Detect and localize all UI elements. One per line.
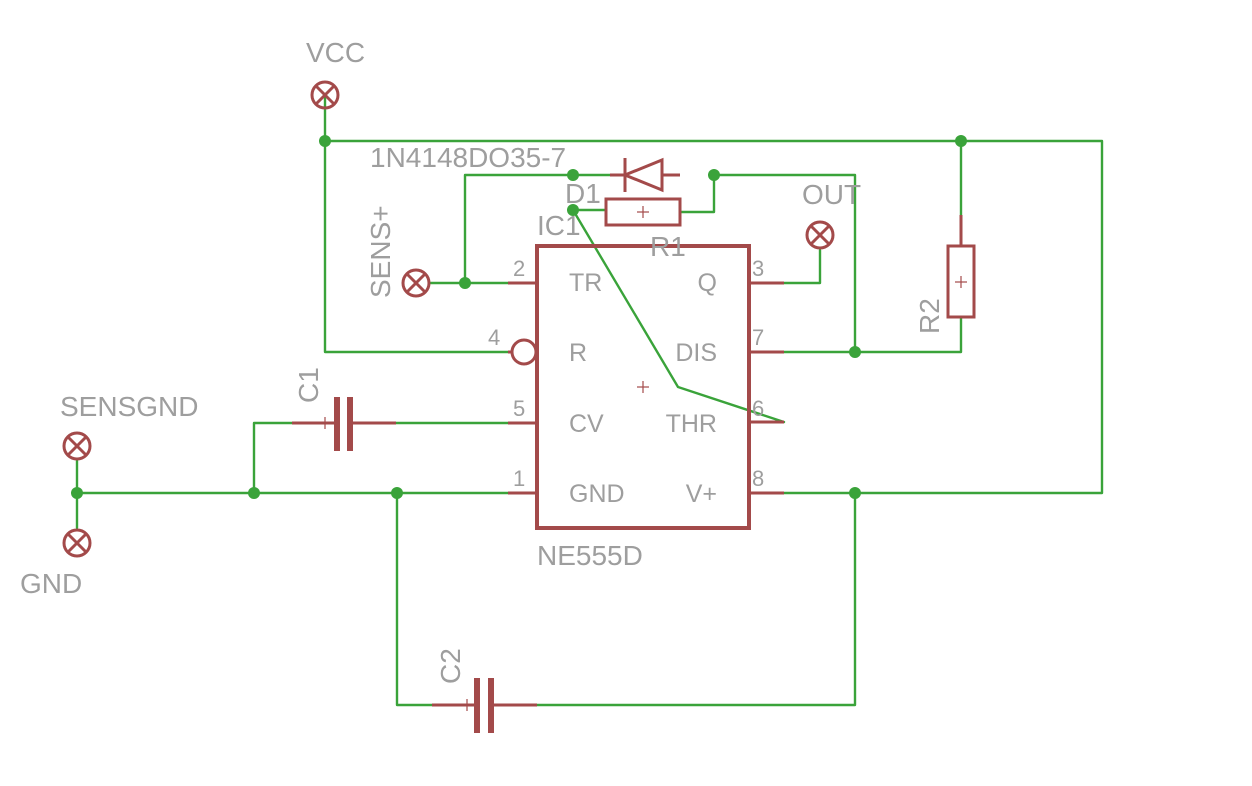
junction-dot: [849, 487, 861, 499]
pin-label-cv: CV: [569, 410, 604, 438]
pad-out[interactable]: OUT: [802, 179, 861, 250]
capacitor-c2[interactable]: C2: [432, 648, 537, 733]
ic-body: [535, 244, 751, 530]
capacitor-plate: [474, 678, 480, 733]
resistor-r2[interactable]: R2: [914, 215, 976, 334]
pad-label-out: OUT: [802, 179, 861, 210]
pin-number-1: 1: [513, 466, 525, 491]
resistor-r1[interactable]: R1: [604, 197, 686, 262]
capacitor-plate: [334, 397, 340, 451]
junctions: [71, 135, 967, 499]
wire-vcc-rail: [323, 139, 1104, 495]
pin-number-3: 3: [752, 256, 764, 281]
capacitor-name-label: C1: [293, 367, 324, 403]
resistor-name-label: R1: [650, 231, 686, 262]
pin-label-q: Q: [698, 269, 717, 297]
pad-gnd[interactable]: GND: [20, 528, 92, 599]
wire-vcc-to-reset: [323, 93, 510, 354]
pin-label-gnd: GND: [569, 480, 625, 508]
wire-r2-bottom-to-dis: [782, 316, 963, 354]
pad-cross: [66, 532, 88, 554]
pad-cross: [314, 84, 336, 106]
diode-d1[interactable]: 1N4148DO35-7 D1: [370, 142, 680, 209]
pad-ring: [62, 431, 92, 461]
pad-label-vcc: VCC: [306, 37, 365, 68]
junction-dot: [567, 204, 579, 216]
junction-dot: [708, 169, 720, 181]
wire-out: [782, 248, 822, 285]
pad-ring: [805, 220, 835, 250]
wire-trigger-sens: [463, 173, 575, 285]
pin-4-inverter-bubble: [510, 338, 538, 366]
ic-ne555d[interactable]: 2 4 5 1 3 7 6 8 TR R CV GND Q DIS THR V+…: [488, 210, 784, 571]
wire-c2-left: [395, 491, 434, 707]
pad-cross: [809, 224, 831, 246]
pin-number-7: 7: [752, 325, 764, 350]
pin-number-4: 4: [488, 325, 500, 350]
capacitor-plate: [488, 678, 494, 733]
junction-dot: [248, 487, 260, 499]
pin-number-6: 6: [752, 396, 764, 421]
pad-vcc[interactable]: VCC: [306, 37, 365, 110]
pin-label-tr: TR: [569, 269, 602, 297]
pad-label-gnd: GND: [20, 568, 82, 599]
wires: [75, 93, 1104, 707]
capacitor-plate: [347, 397, 353, 451]
pin-label-thr: THR: [666, 410, 717, 438]
ic-name-label: IC1: [537, 210, 581, 241]
pin-label-dis: DIS: [675, 339, 717, 367]
junction-dot: [567, 169, 579, 181]
pad-cross: [66, 435, 88, 457]
diode-triangle: [621, 157, 664, 193]
pin-number-8: 8: [752, 466, 764, 491]
pad-ring: [62, 528, 92, 558]
junction-dot: [391, 487, 403, 499]
wire-r1-right: [678, 173, 716, 214]
pin-number-5: 5: [513, 396, 525, 421]
pin-label-r: R: [569, 339, 587, 367]
resistor-name-label: R2: [914, 298, 945, 334]
wire-c1-left: [252, 421, 294, 495]
pad-label-sensgnd: SENSGND: [60, 391, 198, 422]
capacitor-c1[interactable]: C1: [292, 367, 396, 451]
diode-name-label: D1: [565, 178, 601, 209]
diode-value-label: 1N4148DO35-7: [370, 142, 566, 173]
junction-dot: [955, 135, 967, 147]
pad-sensgnd[interactable]: SENSGND: [60, 391, 198, 461]
junction-dot: [459, 277, 471, 289]
junction-dot: [849, 346, 861, 358]
junction-dot: [319, 135, 331, 147]
wire-c2-right: [535, 491, 857, 707]
pad-ring: [310, 80, 340, 110]
pad-sens-plus[interactable]: SENS+: [365, 205, 431, 298]
pad-label-sens-plus: SENS+: [365, 205, 396, 298]
capacitor-name-label: C2: [435, 648, 466, 684]
resistor-body: [604, 197, 682, 227]
pad-cross: [405, 272, 427, 294]
pin-label-vplus: V+: [686, 480, 717, 508]
wire-dis-node: [712, 173, 857, 354]
ic-value-label: NE555D: [537, 540, 643, 571]
junction-dot: [71, 487, 83, 499]
pin-number-2: 2: [513, 256, 525, 281]
